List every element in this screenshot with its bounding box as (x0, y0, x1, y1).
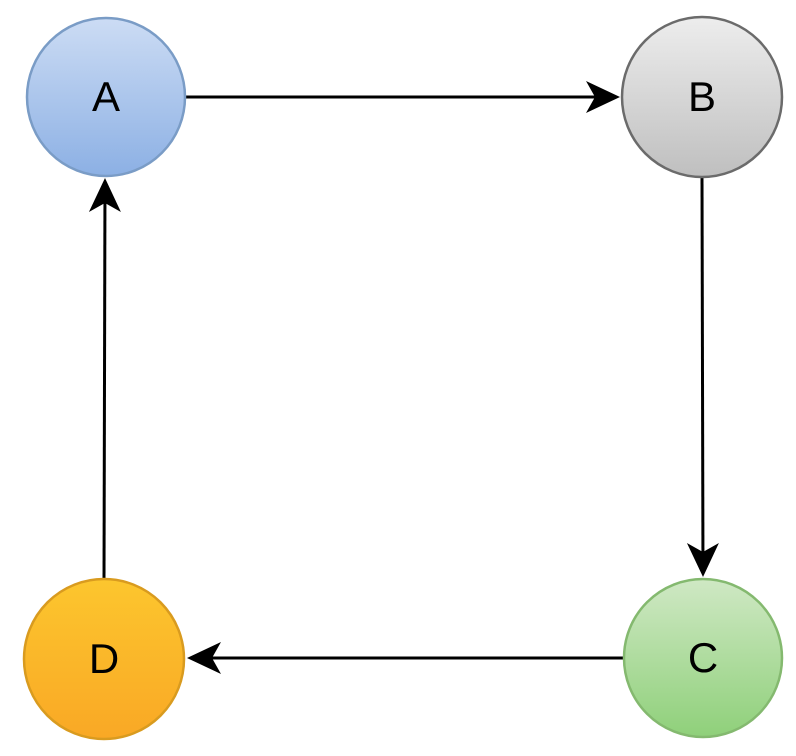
node-d[interactable] (22, 577, 186, 741)
node-circle-a[interactable] (25, 16, 187, 178)
node-layer (22, 15, 784, 741)
edge-arrowhead-c-d (187, 642, 221, 674)
edge-arrowhead-a-b (586, 81, 620, 113)
node-circle-b[interactable] (620, 15, 784, 179)
edge-arrowhead-b-c (686, 542, 719, 577)
edge-arrowhead-d-a (88, 178, 121, 213)
edge-line-b-c (700, 177, 705, 555)
node-c[interactable] (622, 577, 784, 739)
node-b[interactable] (620, 15, 784, 179)
edge-layer (88, 81, 719, 674)
node-circle-d[interactable] (22, 577, 186, 741)
node-circle-c[interactable] (622, 577, 784, 739)
edge-line-d-a (102, 200, 107, 581)
node-a[interactable] (25, 16, 187, 178)
